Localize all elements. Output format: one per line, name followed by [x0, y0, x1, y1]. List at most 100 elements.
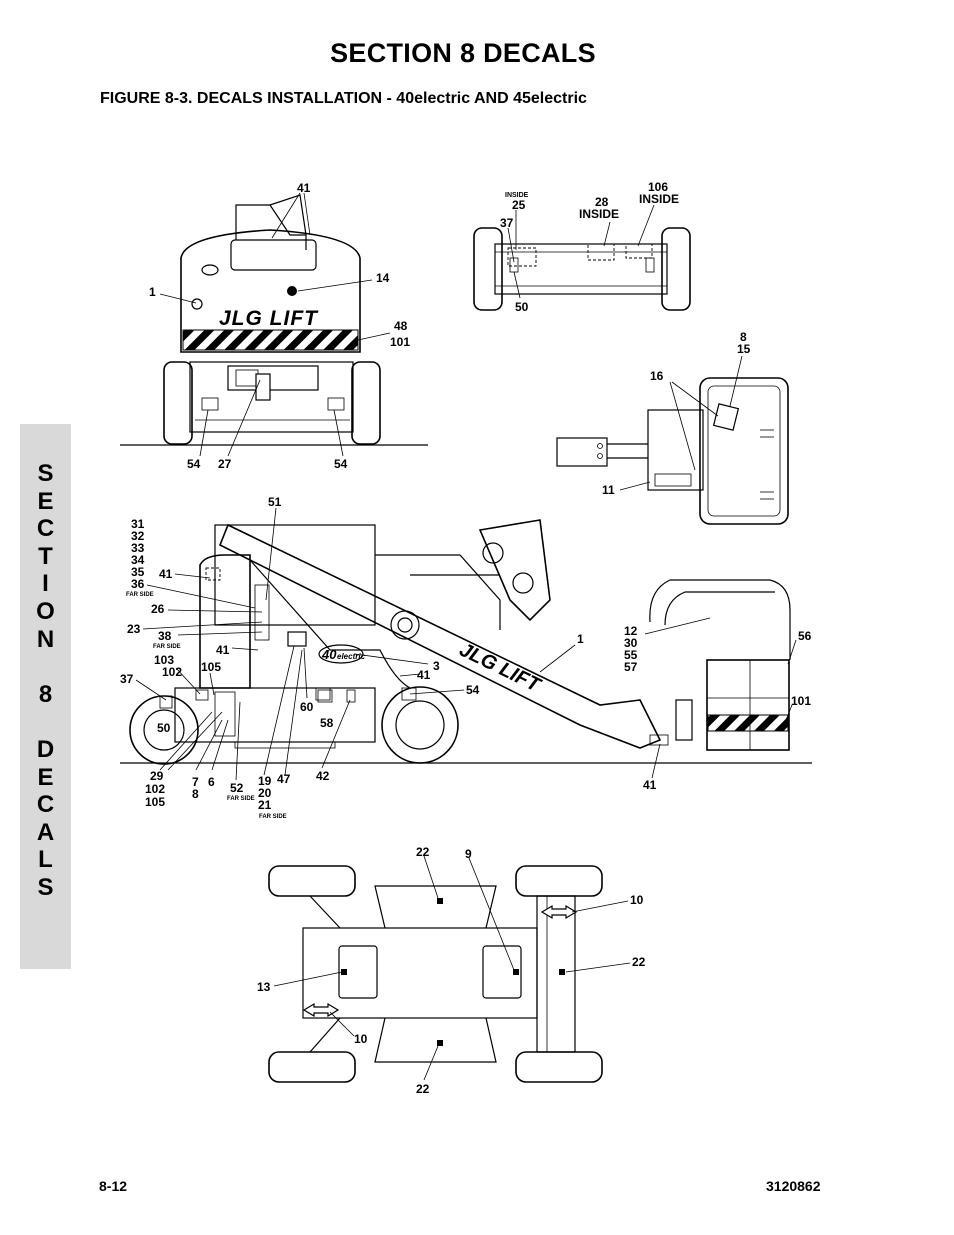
callout-label: 41: [159, 567, 173, 581]
callout-labels: 41 14 1 48 101 54 27 54 INSIDE 25 28 INS…: [120, 180, 812, 1096]
callout-label: 47: [277, 772, 291, 786]
callout-label: 26: [151, 602, 165, 616]
callout-label: 54: [187, 457, 201, 471]
callout-label: 101: [390, 335, 410, 349]
callout-label: 16: [650, 369, 664, 383]
callout-label: 41: [643, 778, 657, 792]
callout-label: 21: [258, 798, 272, 812]
callout-label: 38: [158, 629, 172, 643]
callout-label: 30: [624, 636, 638, 650]
tab-letter: E: [37, 763, 54, 791]
callout-label: 56: [798, 629, 812, 643]
model-decal-suffix: electric: [337, 652, 366, 661]
tab-letter: L: [38, 846, 53, 874]
callout-label: 102: [162, 665, 182, 679]
tab-letter: D: [36, 735, 55, 763]
callout-label: 12: [624, 624, 638, 638]
callout-label: 3: [433, 659, 440, 673]
callout-label: 8: [740, 330, 747, 344]
tab-letter: C: [36, 515, 55, 543]
callout-label: 34: [131, 553, 145, 567]
tab-letter: T: [38, 542, 53, 570]
callout-label: 50: [515, 300, 529, 314]
callout-label: 8: [192, 787, 199, 801]
callout-label: 7: [192, 775, 199, 789]
platform-top-view-leaders: [507, 204, 655, 299]
callout-label: 55: [624, 648, 638, 662]
jlg-lift-logo-rear: JLG LIFT: [219, 307, 319, 330]
callout-label: 52: [230, 781, 244, 795]
callout-label: 54: [466, 683, 480, 697]
callout-label: 105: [201, 660, 221, 674]
callout-label: 15: [737, 342, 751, 356]
callout-label: 22: [416, 1082, 430, 1096]
section-side-tab: S E C T I O N 8 D E C A L S: [20, 424, 71, 969]
callout-label: 60: [300, 700, 314, 714]
callout-label: 42: [316, 769, 330, 783]
side-view-illustration: [120, 519, 812, 765]
callout-label: 29: [150, 769, 164, 783]
platform-plan-view-leaders: [619, 355, 743, 491]
platform-plan-view-illustration: [556, 377, 789, 525]
callout-label: 103: [154, 653, 174, 667]
tab-letter: N: [36, 625, 55, 653]
callout-label: FAR SIDE: [227, 796, 255, 802]
callout-label: 19: [258, 774, 272, 788]
callout-label: 10: [354, 1032, 368, 1046]
callout-label: 57: [624, 660, 638, 674]
callout-label: 10: [630, 893, 644, 907]
callout-label: INSIDE: [639, 192, 679, 206]
callout-label: 41: [297, 181, 311, 195]
bottom-view-leaders: [273, 855, 631, 1081]
callout-label: 1: [149, 285, 156, 299]
model-decal-number: 40: [321, 647, 337, 662]
tab-letter: I: [42, 570, 49, 598]
callout-label: INSIDE: [505, 192, 529, 199]
callout-label: 25: [512, 198, 526, 212]
callout-label: 31: [131, 517, 145, 531]
callout-label: 22: [632, 955, 646, 969]
callout-label: 50: [157, 721, 171, 735]
callout-label: 33: [131, 541, 145, 555]
callout-label: 54: [334, 457, 348, 471]
callout-label: 9: [465, 847, 472, 861]
side-view-leaders: [135, 507, 797, 781]
callout-label: 37: [120, 672, 134, 686]
callout-label: 27: [218, 457, 232, 471]
callout-label: INSIDE: [579, 207, 619, 221]
callout-label: 6: [208, 775, 215, 789]
callout-label: 102: [145, 782, 165, 796]
callout-label: 48: [394, 319, 408, 333]
callout-label: FAR SIDE: [126, 592, 154, 598]
tab-letter: A: [36, 818, 55, 846]
callout-label: 41: [216, 643, 230, 657]
page-number: 8-12: [99, 1178, 128, 1194]
callout-label: 13: [257, 980, 271, 994]
callout-label: 23: [127, 622, 141, 636]
document-number: 3120862: [766, 1178, 821, 1194]
tab-letter: C: [36, 791, 55, 819]
tab-letter: S: [37, 873, 54, 901]
callout-label: 35: [131, 565, 145, 579]
callout-label: FAR SIDE: [153, 644, 181, 650]
callout-label: 22: [416, 845, 430, 859]
callout-label: 41: [417, 668, 431, 682]
callout-label: FAR SIDE: [259, 814, 287, 820]
callout-label: 51: [268, 495, 282, 509]
callout-label: 1: [577, 632, 584, 646]
tab-letter: 8: [38, 680, 53, 708]
tab-letter: O: [36, 597, 55, 625]
figure-caption: FIGURE 8-3. DECALS INSTALLATION - 40elec…: [100, 90, 587, 107]
callout-label: 36: [131, 577, 145, 591]
callout-label: 105: [145, 795, 165, 809]
callout-label: 101: [791, 694, 811, 708]
bottom-view-illustration: [268, 865, 603, 1083]
rear-view-leaders: [159, 192, 391, 457]
callout-label: 20: [258, 786, 272, 800]
callout-label: 32: [131, 529, 145, 543]
callout-label: 37: [500, 216, 514, 230]
section-title: SECTION 8 DECALS: [330, 38, 596, 68]
tab-letter: S: [37, 460, 54, 487]
callout-label: 14: [376, 271, 390, 285]
